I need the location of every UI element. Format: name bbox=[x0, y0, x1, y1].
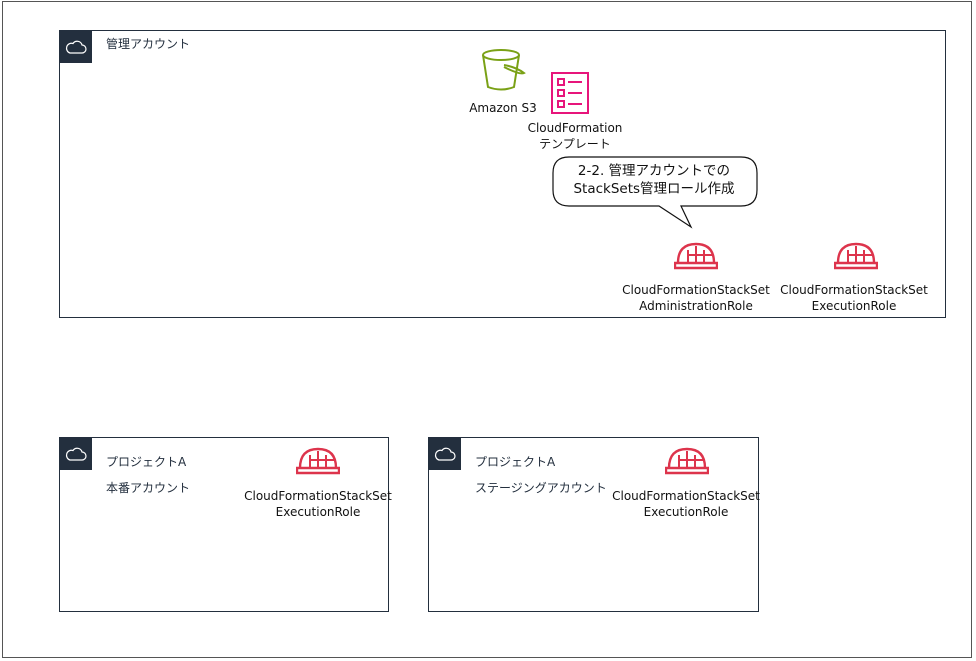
prod-exec-role-label: CloudFormationStackSet ExecutionRole bbox=[244, 489, 392, 519]
management-account-group: 管理アカウント bbox=[59, 30, 946, 318]
callout-text: 2-2. 管理アカウントでの StackSets管理ロール作成 bbox=[573, 163, 735, 197]
cfn-template-label: CloudFormation テンプレート bbox=[527, 121, 623, 151]
account-title: プロジェクトA ステージングアカウント bbox=[475, 455, 607, 495]
account-title: 管理アカウント bbox=[106, 37, 191, 51]
account-title: プロジェクトA 本番アカウント bbox=[106, 455, 191, 495]
cloud-icon bbox=[429, 438, 461, 470]
step-callout: 2-2. 管理アカウントでの StackSets管理ロール作成 bbox=[551, 155, 761, 234]
checklist-icon bbox=[551, 72, 589, 114]
s3-label: Amazon S3 bbox=[469, 101, 537, 115]
production-account-group: プロジェクトA 本番アカウント bbox=[59, 437, 389, 612]
helmet-icon bbox=[665, 447, 709, 475]
bucket-icon bbox=[482, 49, 526, 91]
cloud-icon bbox=[60, 31, 92, 63]
helmet-icon bbox=[834, 242, 878, 270]
staging-account-group: プロジェクトA ステージングアカウント bbox=[428, 437, 759, 612]
mgmt-exec-role-label: CloudFormationStackSet ExecutionRole bbox=[780, 283, 928, 313]
admin-role-label: CloudFormationStackSet AdministrationRol… bbox=[622, 283, 770, 313]
helmet-icon bbox=[296, 447, 340, 475]
cloud-icon bbox=[60, 438, 92, 470]
speech-bubble-shape bbox=[552, 156, 758, 229]
staging-exec-role-label: CloudFormationStackSet ExecutionRole bbox=[612, 489, 760, 519]
helmet-icon bbox=[674, 242, 718, 270]
